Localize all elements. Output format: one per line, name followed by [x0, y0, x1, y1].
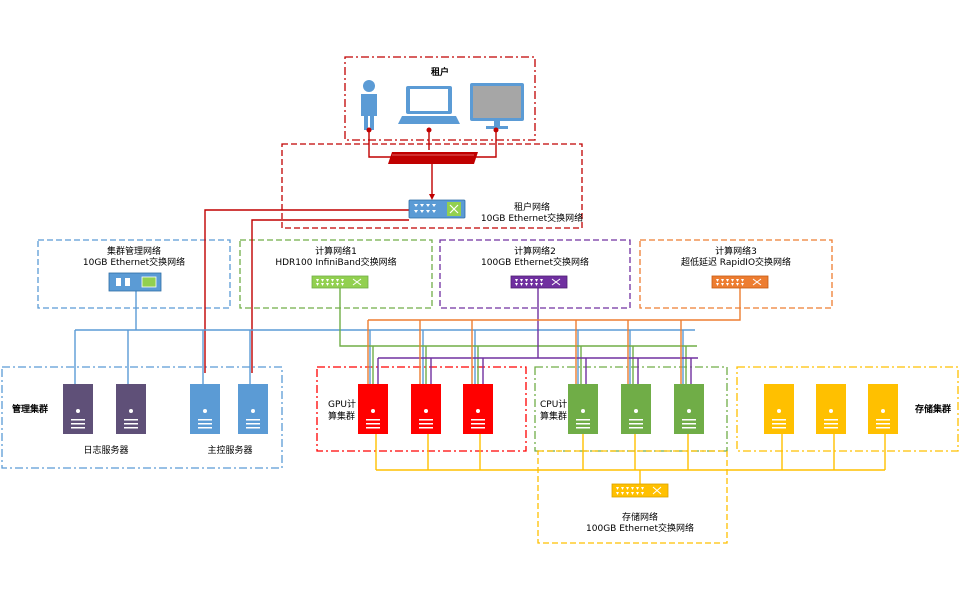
storage-switch-icon: [611, 483, 669, 498]
storage-network-title: 存储网络: [622, 511, 658, 523]
log-server-icon: [116, 384, 146, 434]
cpu-cluster-title-line2: 算集群: [540, 410, 567, 422]
compute3-subtitle: 超低延迟 RapidIO交换网络: [681, 256, 791, 268]
mgmt-cluster-box: [1, 366, 283, 469]
cpu-server-icon: [674, 384, 704, 434]
gpu-cluster-title-line1: GPU计: [328, 398, 356, 410]
gpu-server-icon: [463, 384, 493, 434]
compute2-title: 计算网络2: [514, 245, 556, 257]
storage-server-icon: [868, 384, 898, 434]
tenant-network-title: 租户网络: [514, 201, 550, 213]
gpu-server-icon: [358, 384, 388, 434]
compute1-subtitle: HDR100 InfiniBand交换网络: [275, 256, 396, 268]
monitor-icon: [470, 83, 524, 133]
laptop-icon: [398, 86, 460, 133]
storage-cluster-box: [736, 366, 959, 452]
master-server-icon: [190, 384, 220, 434]
compute2-subtitle: 100GB Ethernet交换网络: [481, 256, 589, 268]
compute2-switch-icon: [510, 275, 568, 289]
compute3-box: [639, 239, 833, 309]
gpu-cluster-box: [316, 366, 527, 452]
log-server-icon: [63, 384, 93, 434]
tenant-title: 租户: [431, 66, 449, 78]
mgmt-network-subtitle: 10GB Ethernet交换网络: [83, 256, 185, 268]
gpu-server-icon: [411, 384, 441, 434]
tenant-box: [344, 56, 536, 141]
compute1-box: [239, 239, 433, 309]
mgmt-cluster-title: 管理集群: [12, 403, 48, 415]
cpu-server-icon: [621, 384, 651, 434]
master-server-icon: [238, 384, 268, 434]
storage-server-icon: [764, 384, 794, 434]
cpu-cluster-title-line1: CPU计: [540, 398, 567, 410]
tenant-switch-icon: [408, 199, 466, 219]
user-icon: [361, 80, 377, 133]
mgmt-network-title: 集群管理网络: [107, 245, 161, 257]
tenant-network-box: [281, 143, 583, 229]
storage-server-icon: [816, 384, 846, 434]
gpu-cluster-title-line2: 算集群: [328, 410, 355, 422]
compute1-title: 计算网络1: [315, 245, 357, 257]
master-servers-label: 主控服务器: [207, 444, 252, 456]
mgmt-switch-icon: [108, 272, 162, 292]
storage-network-box: [537, 450, 728, 544]
cpu-server-icon: [568, 384, 598, 434]
compute2-box: [439, 239, 631, 309]
storage-network-subtitle: 100GB Ethernet交换网络: [586, 522, 694, 534]
tenant-network-subtitle: 10GB Ethernet交换网络: [481, 212, 583, 224]
storage-cluster-title: 存储集群: [915, 403, 951, 415]
compute3-title: 计算网络3: [715, 245, 757, 257]
compute1-switch-icon: [311, 275, 369, 289]
tenant-router-icon: [388, 152, 478, 164]
compute3-switch-icon: [711, 275, 769, 289]
log-servers-label: 日志服务器: [83, 444, 128, 456]
mgmt-network-box: [37, 239, 231, 309]
